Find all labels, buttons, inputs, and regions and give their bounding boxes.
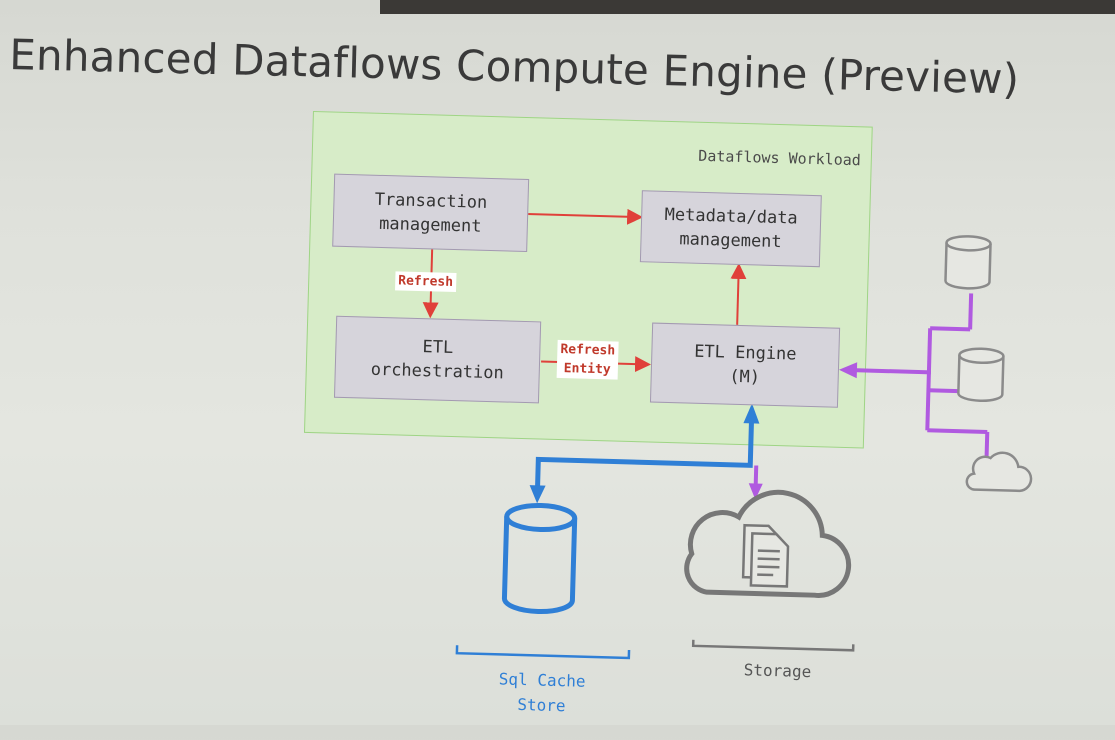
database-icon bbox=[504, 505, 575, 613]
metadata-management-box: Metadata/data management bbox=[640, 190, 822, 267]
refresh-entity-label: Refresh Entity bbox=[557, 340, 619, 380]
cloud-icon bbox=[967, 452, 1032, 491]
database-icon bbox=[945, 236, 990, 289]
etl-orchestration-box: ETL orchestration bbox=[334, 316, 541, 404]
document-icon bbox=[743, 525, 789, 586]
refresh-label: Refresh bbox=[395, 271, 456, 292]
database-icon bbox=[958, 348, 1003, 401]
blue-link-engine-sql-cache bbox=[537, 411, 751, 497]
etl-engine-box: ETL Engine (M) bbox=[650, 323, 840, 408]
arrow-engine-to-metadata bbox=[737, 267, 739, 325]
purple-arrowhead-engine bbox=[839, 362, 857, 378]
sql-cache-bracket bbox=[457, 645, 629, 658]
transaction-management-box: Transaction management bbox=[332, 174, 529, 252]
storage-label: Storage bbox=[702, 656, 853, 685]
blue-arrowhead-down bbox=[529, 485, 545, 503]
storage-bracket bbox=[693, 640, 853, 650]
arrow-transaction-to-metadata bbox=[527, 214, 639, 217]
blue-arrowhead-up bbox=[743, 403, 760, 423]
sql-cache-store-label: Sql Cache Store bbox=[461, 665, 622, 719]
